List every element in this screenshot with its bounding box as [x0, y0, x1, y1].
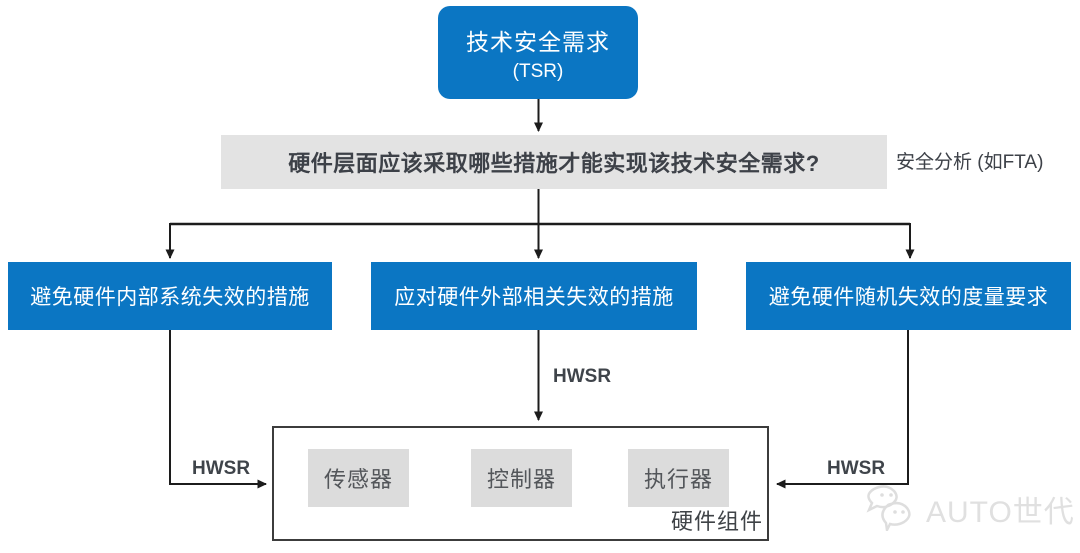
component-node-controller: 控制器 [471, 449, 572, 507]
component-label: 控制器 [486, 467, 556, 492]
wechat-icon [864, 483, 922, 536]
tsr-node: 技术安全需求 (TSR) [438, 6, 638, 99]
tsr-abbreviation: (TSR) [512, 60, 564, 82]
watermark: AUTO世代 [864, 484, 1074, 534]
measure-label: 避免硬件内部系统失效的措施 [30, 286, 310, 309]
question-node: 硬件层面应该采取哪些措施才能实现该技术安全需求? [221, 135, 887, 189]
measure-label: 避免硬件随机失效的度量要求 [768, 286, 1049, 309]
measure-node-random-failures: 避免硬件随机失效的度量要求 [746, 262, 1071, 330]
safety-analysis-note: 安全分析 (如FTA) [896, 152, 1044, 173]
component-label: 执行器 [643, 467, 713, 492]
measure-label: 应对硬件外部相关失效的措施 [394, 286, 674, 309]
hwsr-label-right: HWSR [827, 458, 886, 479]
question-text: 硬件层面应该采取哪些措施才能实现该技术安全需求? [288, 151, 820, 176]
component-node-actuator: 执行器 [628, 449, 729, 507]
tsr-title: 技术安全需求 [466, 28, 610, 55]
component-label: 传感器 [323, 467, 393, 492]
hardware-container-label: 硬件组件 [670, 509, 763, 534]
measure-node-internal-failures: 避免硬件内部系统失效的措施 [8, 262, 332, 330]
hwsr-label-middle: HWSR [553, 366, 612, 387]
component-node-sensor: 传感器 [308, 449, 409, 507]
hwsr-label-left: HWSR [192, 458, 251, 479]
measure-node-external-failures: 应对硬件外部相关失效的措施 [371, 262, 697, 330]
watermark-text: AUTO世代 [926, 496, 1075, 529]
